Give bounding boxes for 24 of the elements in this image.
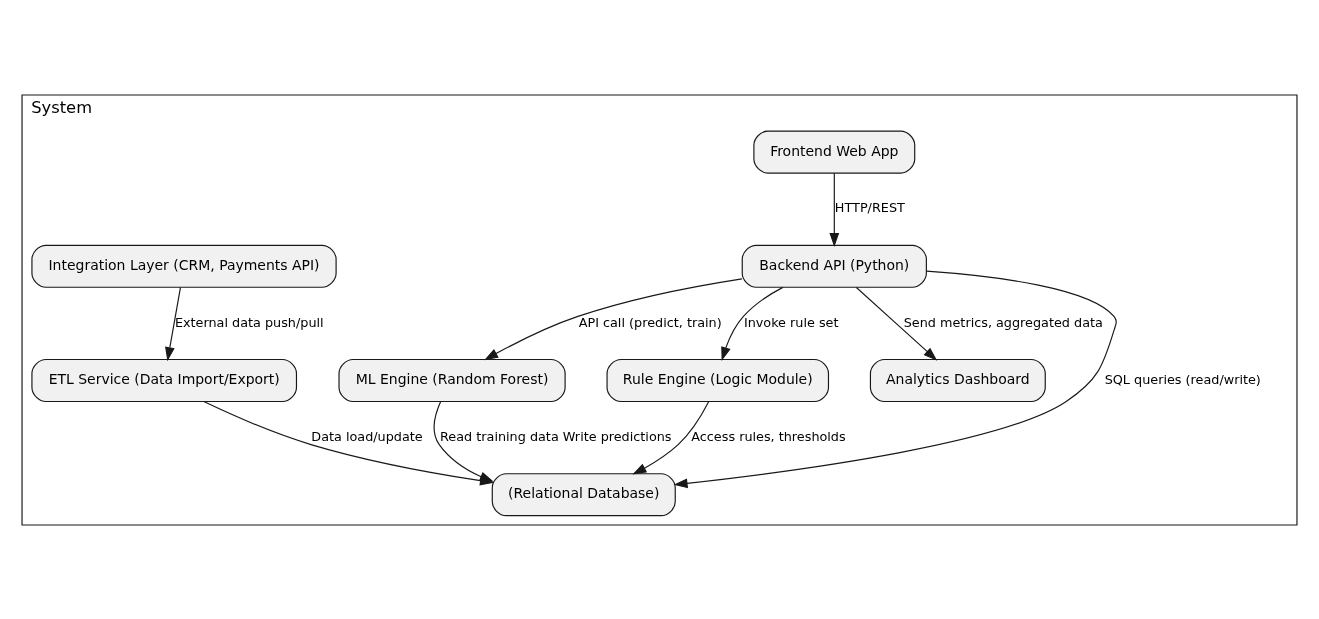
- node-box: ML Engine (Random Forest): [338, 358, 566, 402]
- node-box: ETL Service (Data Import/Export): [31, 358, 298, 402]
- node-box: Backend API (Python): [741, 244, 927, 288]
- node-box: Frontend Web App: [753, 130, 916, 174]
- edge-label: External data push/pull: [174, 314, 324, 330]
- arrow: [484, 277, 743, 360]
- node-box: Integration Layer (CRM, Payments API): [31, 244, 337, 288]
- arrow: [829, 172, 840, 247]
- arrow: [721, 286, 784, 361]
- node-box: (Relational Database): [491, 472, 676, 516]
- edge-label: Invoke rule set: [743, 314, 839, 330]
- arrow: [673, 270, 1117, 488]
- edge-label: HTTP/REST: [834, 199, 905, 215]
- edge-label: API call (predict, train): [578, 314, 722, 330]
- arrow: [855, 286, 938, 361]
- arrow: [632, 400, 710, 474]
- edge-label: Data load/update: [311, 428, 423, 444]
- arrow: [165, 286, 182, 361]
- edge-label: Send metrics, aggregated data: [903, 314, 1103, 330]
- node-box: Analytics Dashboard: [869, 358, 1046, 402]
- edge-label: Read training data Write predictions: [440, 428, 672, 444]
- node-box: Rule Engine (Logic Module): [606, 358, 830, 402]
- edge-label: Access rules, thresholds: [691, 428, 846, 444]
- edge-label: SQL queries (read/write): [1104, 371, 1261, 387]
